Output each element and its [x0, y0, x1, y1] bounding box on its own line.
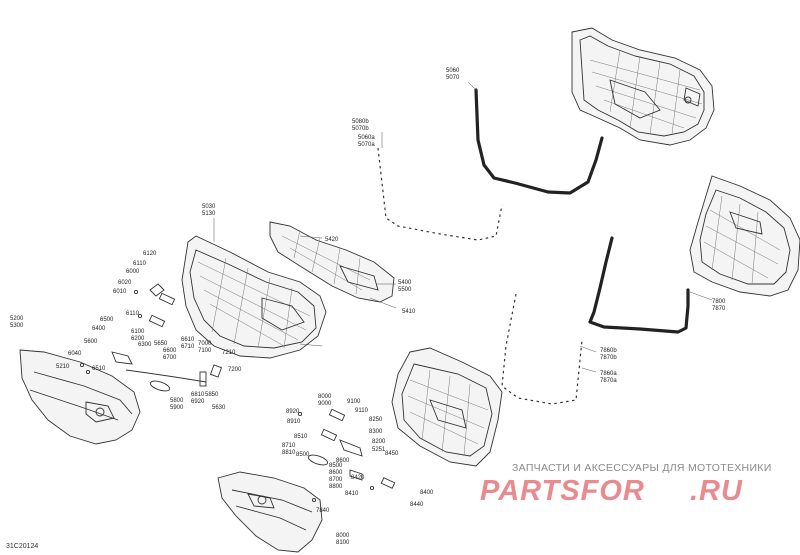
lower-rear-door-panel [689, 175, 800, 297]
diagram-code: 31C20124 [6, 543, 38, 550]
part-number-label: 6120 [143, 251, 157, 257]
watermark-logo-tld: .RU [690, 475, 743, 507]
part-number-label: 8450 [385, 451, 399, 457]
right-door-hardware [297, 408, 396, 503]
part-number-label: 6500 [100, 317, 114, 323]
part-number-label: 6400 [92, 326, 106, 332]
part-number-label: 9100 [347, 399, 361, 405]
part-number-label: 8410 [345, 491, 359, 497]
part-number-label: 5630 [212, 405, 226, 411]
part-number-label: 8420 [351, 475, 365, 481]
part-number-label: 5420 [325, 237, 339, 243]
part-number-label: 6010 [113, 289, 127, 295]
part-number-label: 6000 [126, 269, 140, 275]
part-number-label: 5600 [84, 339, 98, 345]
part-number-label: 6300 [138, 342, 152, 348]
part-number-label: 5650 [154, 341, 168, 347]
part-number-label: 5251 [372, 447, 386, 453]
part-number-label: 5210 [56, 364, 70, 370]
left-outer-door-skin [19, 349, 141, 445]
part-number-label: 8250 [369, 417, 383, 423]
front-door-frame [181, 235, 327, 359]
right-front-door [391, 347, 503, 467]
part-number-label: 8600 [336, 458, 350, 464]
watermark-logo-main: PARTSFOR [480, 475, 645, 507]
right-outer-door-skin [217, 471, 323, 553]
part-number-label: 5850 [205, 392, 219, 398]
part-number-label: 7210 [222, 350, 236, 356]
lower-door-seal [588, 236, 713, 334]
part-number-label: 8920 [286, 409, 300, 415]
part-number-label: 6510 [92, 366, 106, 372]
part-number-label: 8500 [296, 452, 310, 458]
part-number-label: 8400 [420, 490, 434, 496]
part-number-label: 7200 [228, 367, 242, 373]
watermark-tagline: ЗАПЧАСТИ И АКСЕССУАРЫ ДЛЯ МОТОТЕХНИКИ [512, 462, 772, 474]
watermark: ЗАПЧАСТИ И АКСЕССУАРЫ ДЛЯ МОТОТЕХНИКИ PA… [480, 462, 772, 507]
part-number-label: 6020 [118, 280, 132, 286]
part-number-label: 6110 [126, 311, 140, 317]
upper-seal-dashed-path [377, 147, 503, 241]
part-number-label: 8300 [369, 429, 383, 435]
upper-rear-door-panel [571, 27, 715, 146]
part-number-label: 8510 [294, 434, 308, 440]
upper-door-seal [467, 81, 604, 195]
part-number-label: 5410 [402, 309, 416, 315]
part-number-label: 9110 [355, 408, 369, 414]
leader-lines [213, 132, 597, 373]
part-number-label: 6110 [133, 261, 147, 267]
lower-seal-dashed-path [501, 293, 583, 405]
part-number-label: 8200 [372, 439, 386, 445]
part-number-label: 7840 [316, 508, 330, 514]
part-number-label: 6040 [68, 351, 82, 357]
inner-trim-panel [269, 221, 395, 303]
part-number-label: 8910 [287, 419, 301, 425]
part-number-label: 8440 [410, 502, 424, 508]
left-door-hardware [79, 283, 223, 392]
